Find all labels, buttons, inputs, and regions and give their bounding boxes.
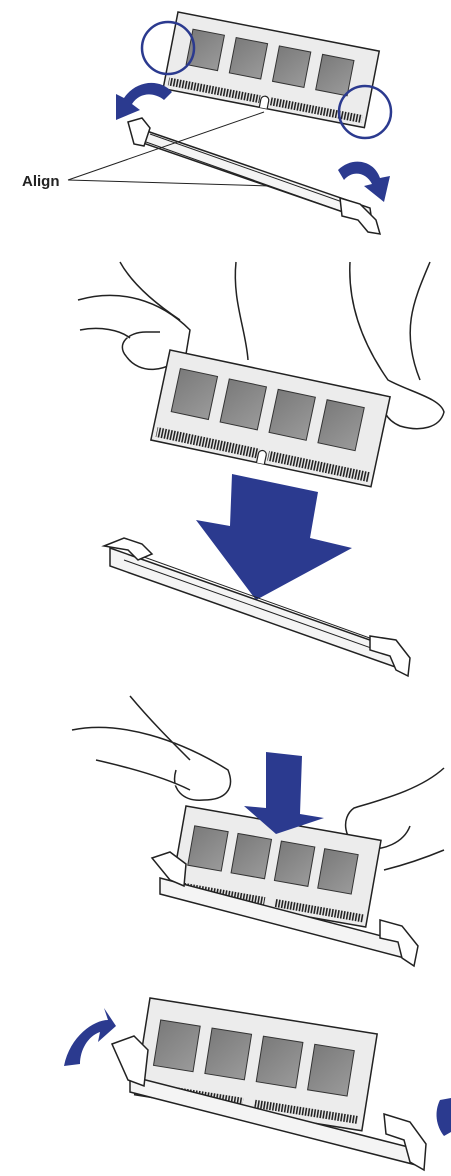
down-arrow-icon xyxy=(196,474,352,600)
notch-highlight-circle-right xyxy=(337,84,393,140)
rotate-arrow-icon xyxy=(436,1098,451,1136)
memory-chip-icon xyxy=(170,367,365,452)
rotate-arrow-icon xyxy=(64,1008,116,1066)
align-label: Align xyxy=(22,173,60,190)
memory-module-step1 xyxy=(162,11,381,129)
dimm-slot-step1 xyxy=(127,117,382,235)
step-4-lock xyxy=(64,997,451,1172)
down-arrow-icon xyxy=(244,752,324,834)
dimm-slot-step2 xyxy=(101,537,411,678)
dimm-slot-step4 xyxy=(110,1035,427,1172)
memory-module-step2 xyxy=(149,349,391,488)
memory-chip-icon xyxy=(152,1019,355,1097)
memory-chip-icon xyxy=(187,825,359,895)
dimm-slot-step3 xyxy=(150,851,419,968)
memory-chip-icon xyxy=(185,28,355,97)
step-1-align: Align xyxy=(22,11,393,235)
notch-highlight-circle-left xyxy=(140,20,196,76)
rotate-arrow-icon xyxy=(338,161,390,202)
step-2-insert xyxy=(77,261,445,678)
finger-icon xyxy=(71,695,445,871)
rotate-arrow-icon xyxy=(116,82,172,120)
step-3-press xyxy=(71,695,445,968)
